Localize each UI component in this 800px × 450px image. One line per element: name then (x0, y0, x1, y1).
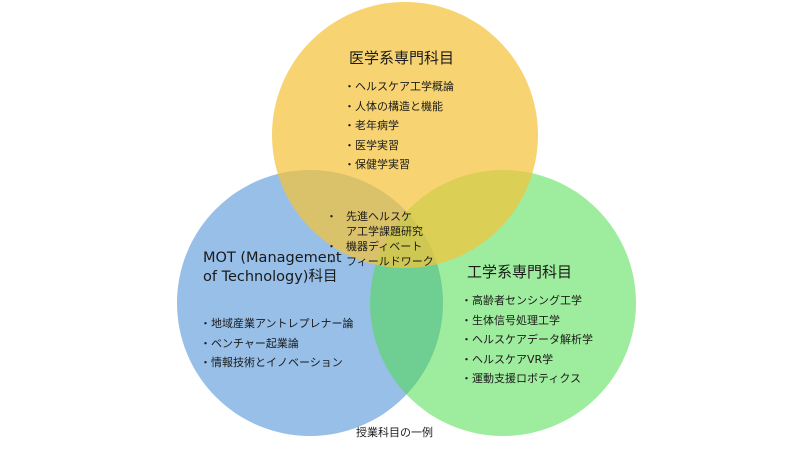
list-item: 情報技術とイノベーション (200, 353, 354, 373)
mot-title: MOT (Management of Technology)科目 (203, 250, 342, 285)
list-item: 高齢者センシング工学 (461, 291, 593, 311)
medical-course-list: ヘルスケア工学概論 人体の構造と機能 老年病学 医学実習 保健学実習 (344, 77, 454, 175)
list-item: ヘルスケア工学概論 (344, 77, 454, 97)
engineering-course-list: 高齢者センシング工学 生体信号処理工学 ヘルスケアデータ解析学 ヘルスケアVR学… (461, 291, 593, 389)
intersection-course-list: 先進ヘルスケ ア工学課題研究 機器ディベート フィールドワーク (326, 209, 434, 269)
list-item: 医学実習 (344, 136, 454, 156)
list-item: ア工学課題研究 (346, 225, 423, 238)
list-item: 生体信号処理工学 (461, 311, 593, 331)
list-item: 保健学実習 (344, 155, 454, 175)
list-item: ヘルスケアデータ解析学 (461, 330, 593, 350)
list-item: ヘルスケアVR学 (461, 350, 593, 370)
list-item: フィールドワーク (326, 254, 434, 269)
list-item: 先進ヘルスケ (326, 209, 434, 224)
list-item: 運動支援ロボティクス (461, 369, 593, 389)
diagram-caption: 授業科目の一例 (356, 426, 433, 439)
engineering-title: 工学系専門科目 (467, 263, 573, 281)
medical-title: 医学系専門科目 (349, 49, 455, 67)
mot-course-list: 地域産業アントレプレナー論 ベンチャー起業論 情報技術とイノベーション (200, 314, 354, 373)
list-item: 老年病学 (344, 116, 454, 136)
list-item: 機器ディベート (326, 239, 434, 254)
list-item: 人体の構造と機能 (344, 97, 454, 117)
list-item: 地域産業アントレプレナー論 (200, 314, 354, 334)
list-item: ベンチャー起業論 (200, 334, 354, 354)
